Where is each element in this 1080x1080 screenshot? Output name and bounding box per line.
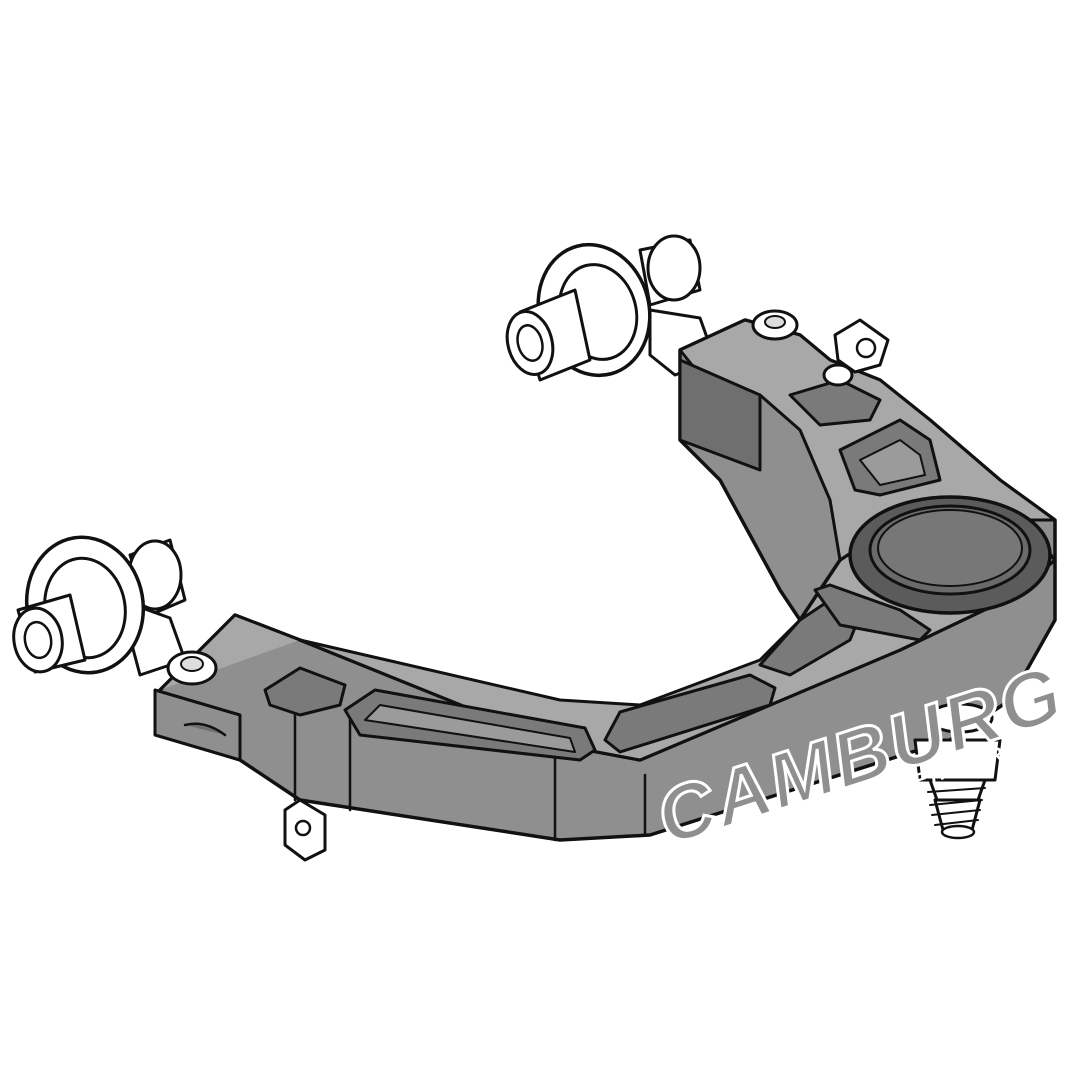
front-bolt-head-icon (166, 650, 218, 686)
front-rod-end-joint-icon (12, 535, 187, 677)
ball-joint-icon (913, 702, 1002, 840)
tab-hole (294, 819, 312, 837)
rear-rod-end-joint-icon (505, 234, 717, 382)
lightening-pockets (263, 378, 942, 762)
bolt-head-icon (751, 309, 890, 387)
dust-boot-icon (848, 495, 1052, 615)
